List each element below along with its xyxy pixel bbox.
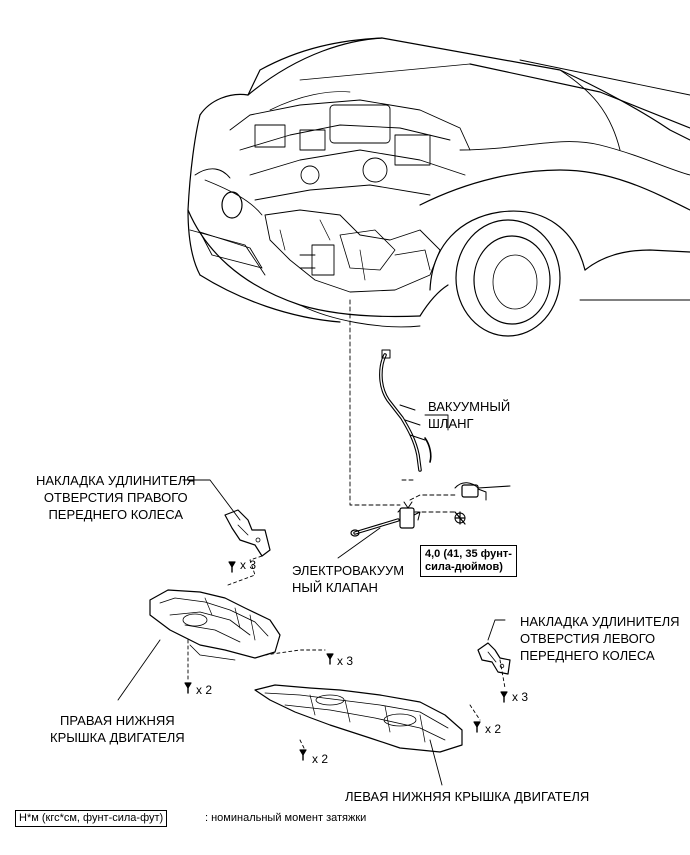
torque-legend-description: : номинальный момент затяжки [205, 812, 367, 824]
right-wheel-opening-cover-label: НАКЛАДКА УДЛИНИТЕЛЯ ОТВЕРСТИЯ ПРАВОГО ПЕ… [36, 473, 196, 522]
right-under-cover-lower-clip-qty: x 2 [196, 683, 213, 697]
vacuum-hose-part [379, 349, 432, 472]
leader-lines [117, 299, 506, 786]
vehicle-front-illustration [187, 37, 690, 337]
left-under-cover-right-clip-qty: x 2 [485, 722, 502, 736]
vacuum-hose-label: ВАКУУМНЫЙ ШЛАНГ [428, 399, 511, 431]
right-engine-under-cover-part [149, 589, 334, 694]
right-cover-clip-qty: x 3 [240, 558, 257, 572]
left-wheel-opening-cover-part [477, 642, 511, 703]
right-wheel-opening-cover-part [224, 509, 271, 573]
solenoid-valve-part [350, 482, 511, 537]
left-engine-under-cover-label: ЛЕВАЯ НИЖНЯЯ КРЫШКА ДВИГАТЕЛЯ [345, 789, 590, 804]
solenoid-valve-label: ЭЛЕКТРОВАКУУМ НЫЙ КЛАПАН [292, 563, 405, 595]
torque-unit-legend-box: Н*м (кгс*см, фунт-сила-фут) [15, 810, 168, 827]
left-engine-under-cover-part [254, 684, 481, 761]
left-cover-clip-qty: x 3 [512, 690, 529, 704]
right-engine-under-cover-label: ПРАВАЯ НИЖНЯЯ КРЫШКА ДВИГАТЕЛЯ [50, 713, 185, 745]
left-under-cover-lower-clip-qty: x 2 [312, 752, 329, 766]
left-wheel-opening-cover-label: НАКЛАДКА УДЛИНИТЕЛЯ ОТВЕРСТИЯ ЛЕВОГО ПЕР… [520, 614, 680, 663]
right-under-cover-upper-clip-qty: x 3 [337, 654, 354, 668]
torque-spec-box: 4,0 (41, 35 фунт- сила-дюймов) [420, 545, 517, 577]
